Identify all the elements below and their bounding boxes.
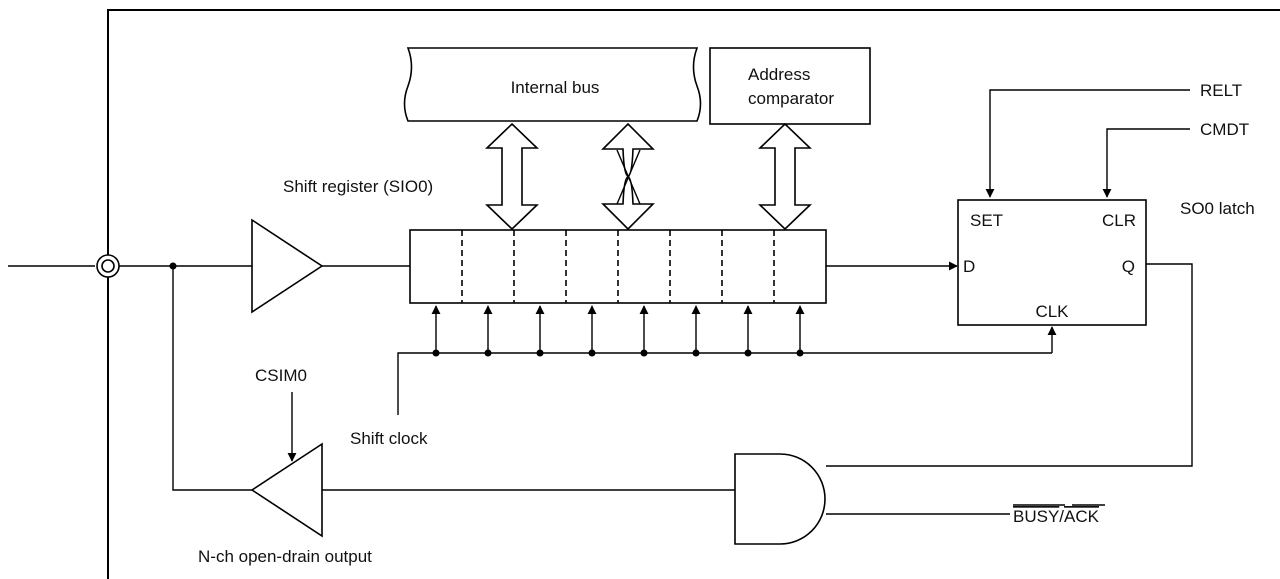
- latch-set-label: SET: [970, 211, 1003, 230]
- busy-ack-label: BUSY/ACK: [1013, 507, 1100, 526]
- ack-label: ACK: [1064, 507, 1100, 526]
- address-comparator: [709, 47, 871, 125]
- busy-label: BUSY: [1013, 507, 1059, 526]
- cmdt-label: CMDT: [1200, 120, 1249, 139]
- comparator-register-arrow: [758, 122, 812, 231]
- relt-label: RELT: [1200, 81, 1242, 100]
- latch-clr-label: CLR: [1102, 211, 1136, 230]
- crossed-arrow-bottom: [601, 176, 655, 231]
- shift-register-bit-dividers: [461, 230, 775, 303]
- pin-inner-circle: [101, 259, 115, 273]
- latch-d-label: D: [963, 257, 975, 276]
- open-drain-label: N-ch open-drain output: [198, 547, 372, 566]
- relt-wire: [985, 89, 1190, 198]
- so0-latch: [957, 199, 1147, 326]
- bus-register-arrow: [485, 122, 539, 231]
- so0-latch-label: SO0 latch: [1180, 199, 1255, 218]
- crossed-arrow-top: [601, 122, 655, 177]
- slash-label: /: [1059, 507, 1064, 526]
- q-to-and-wire: [826, 263, 1193, 467]
- chip-boundary: [107, 9, 1280, 579]
- and-gate: [734, 453, 826, 545]
- address-comparator-label-1: Address: [748, 65, 810, 84]
- feedback-wire: [172, 266, 252, 491]
- internal-bus-label: Internal bus: [511, 78, 600, 97]
- cmdt-wire: [1102, 128, 1190, 198]
- latch-q-label: Q: [1122, 257, 1135, 276]
- input-buffer: [251, 218, 324, 314]
- address-comparator-label-2: comparator: [748, 89, 834, 108]
- shift-clock-bus: [397, 352, 1052, 415]
- latch-clk-label: CLK: [1035, 302, 1069, 321]
- shift-clock-taps: [431, 305, 805, 357]
- output-buffer: [250, 442, 323, 538]
- csim0-label: CSIM0: [255, 366, 307, 385]
- shift-clock-label: Shift clock: [350, 429, 428, 448]
- internal-bus: [403, 47, 702, 122]
- shift-register-label: Shift register (SIO0): [283, 177, 433, 196]
- crossed-arrow-cross: [616, 149, 641, 205]
